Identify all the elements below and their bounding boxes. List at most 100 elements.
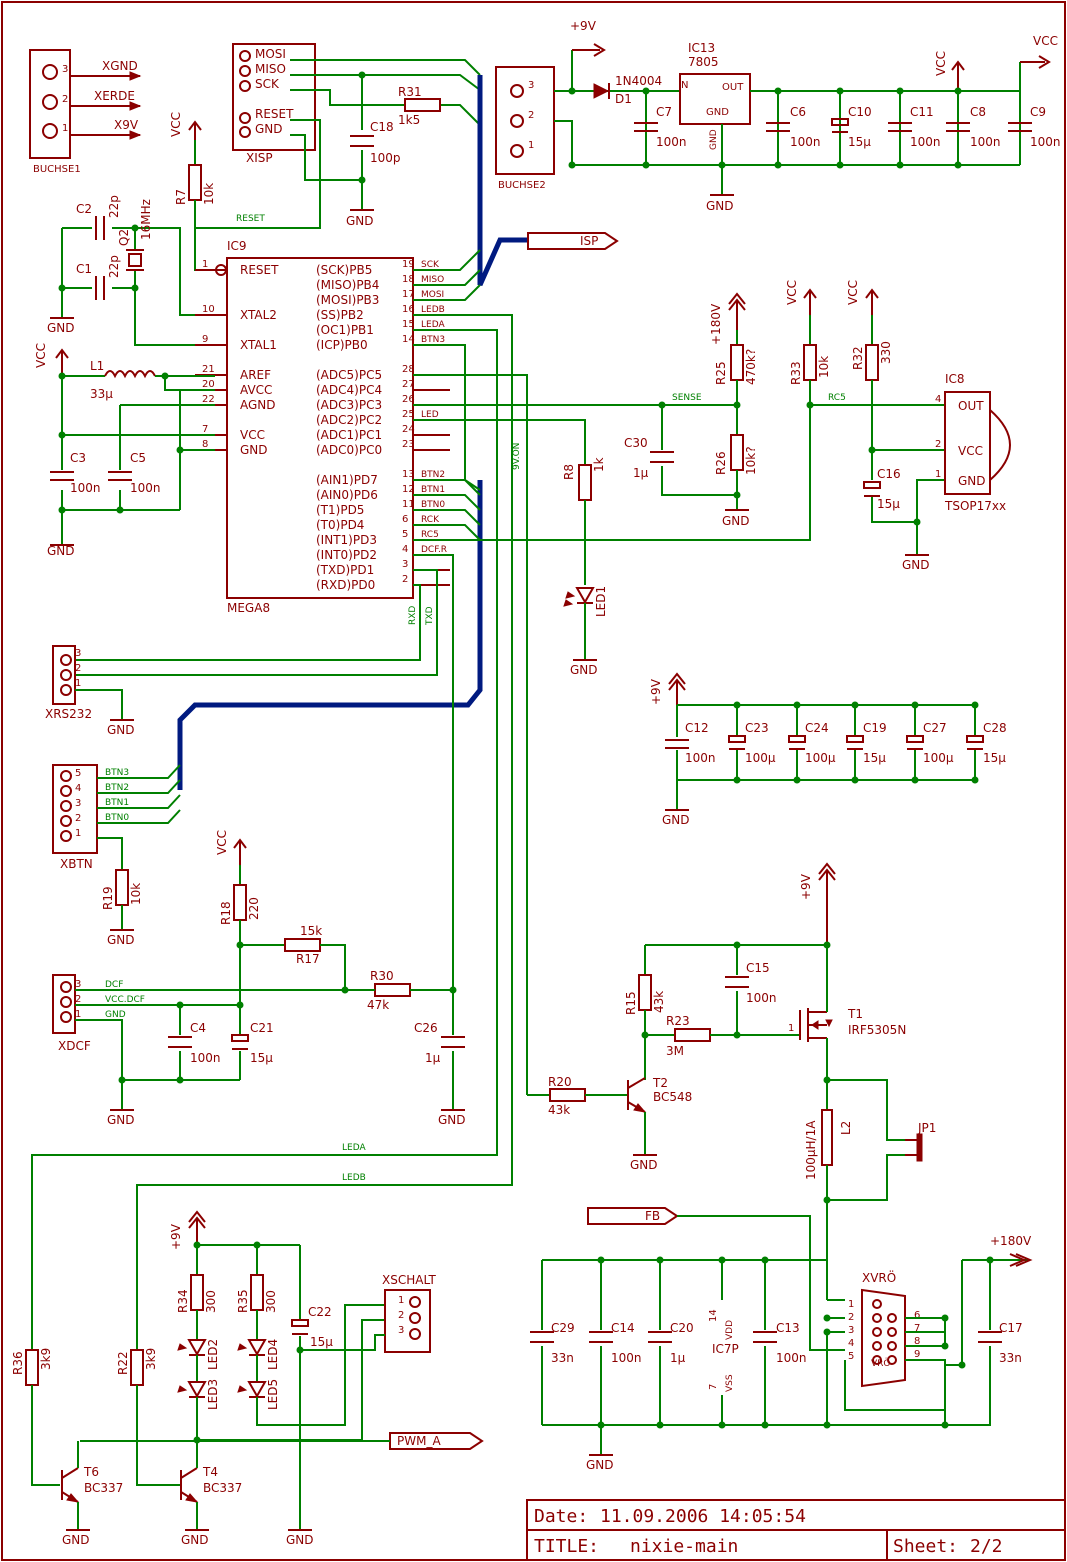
svg-text:AREF: AREF	[240, 368, 271, 382]
svg-text:330: 330	[879, 341, 893, 364]
svg-text:XTAL2: XTAL2	[240, 308, 277, 322]
svg-text:3M: 3M	[666, 1044, 684, 1058]
svg-text:BTN3: BTN3	[421, 335, 445, 345]
gnd-symbol-bulk: GND	[662, 809, 690, 827]
transistor-t4: T4 BC337	[180, 1465, 242, 1503]
svg-text:33µ: 33µ	[90, 387, 113, 401]
svg-text:R36: R36	[11, 1351, 25, 1375]
supply-vcc-r33: VCC	[785, 280, 817, 315]
svg-text:3: 3	[402, 559, 408, 570]
svg-text:BC337: BC337	[84, 1481, 123, 1495]
svg-text:T1: T1	[847, 1007, 863, 1021]
svg-text:(MOSI)PB3: (MOSI)PB3	[316, 293, 379, 307]
svg-text:(ADC1)PC1: (ADC1)PC1	[316, 428, 382, 442]
buchse1-label: BUCHSE1	[33, 164, 81, 175]
svg-text:100µ: 100µ	[745, 751, 776, 765]
svg-text:GND: GND	[706, 107, 729, 118]
svg-text:LED2: LED2	[206, 1339, 220, 1370]
svg-text:BTN2: BTN2	[421, 470, 445, 480]
led-led1: LED1	[563, 586, 608, 617]
resistor-r36: R36 3k9	[11, 1348, 53, 1386]
svg-text:MISO: MISO	[421, 275, 444, 285]
buchse1-connector: 3 2 1 XGND XERDE X9V BUCHSE1	[29, 49, 142, 175]
svg-text:+9V: +9V	[169, 1223, 183, 1250]
svg-text:100n: 100n	[970, 135, 1001, 149]
svg-text:1k: 1k	[592, 457, 606, 472]
capacitor-c1: C1 22p	[76, 255, 121, 300]
svg-text:R23: R23	[666, 1014, 690, 1028]
gnd-symbol-led1: GND	[570, 659, 598, 677]
regulator-ic13: IC13 7805 IN OUT GND GND	[678, 41, 751, 150]
svg-text:+9V: +9V	[570, 19, 597, 33]
svg-text:VCC: VCC	[958, 444, 983, 458]
svg-text:1: 1	[75, 1009, 81, 1020]
svg-text:2: 2	[75, 663, 81, 674]
supply-vcc-r32: VCC	[846, 280, 879, 315]
svg-text:R25: R25	[714, 361, 728, 385]
svg-text:BTN2: BTN2	[105, 783, 129, 793]
gnd-symbol-r19: GND	[107, 929, 135, 947]
svg-text:+180V: +180V	[709, 303, 723, 345]
svg-text:OUT: OUT	[722, 82, 744, 93]
svg-text:GND: GND	[62, 1533, 90, 1547]
svg-text:R20: R20	[548, 1075, 572, 1089]
svg-text:1µ: 1µ	[425, 1051, 441, 1065]
svg-text:33n: 33n	[551, 1351, 574, 1365]
svg-text:GND: GND	[902, 558, 930, 572]
svg-text:VCC: VCC	[169, 112, 183, 137]
svg-text:4: 4	[75, 783, 81, 794]
svg-text:C22: C22	[308, 1305, 332, 1319]
svg-text:2: 2	[402, 574, 408, 585]
svg-text:2: 2	[848, 1312, 854, 1323]
diode-d1: 1N4004 D1	[593, 74, 662, 106]
buchse1-net-x9v: X9V	[114, 118, 139, 132]
svg-text:15µ: 15µ	[848, 135, 871, 149]
svg-text:BTN1: BTN1	[421, 485, 445, 495]
svg-text:C7: C7	[656, 105, 672, 119]
svg-text:19: 19	[402, 259, 415, 270]
title-title-value: nixie-main	[630, 1536, 738, 1557]
title-block: Date: 11.09.2006 14:05:54 TITLE: nixie-m…	[526, 1499, 1066, 1561]
net-label-rxd: RXD	[408, 606, 418, 625]
inductor-l1: L1 33µ	[90, 359, 156, 401]
svg-text:GND: GND	[709, 129, 719, 150]
xrs232-connector: 3 2 1 XRS232	[45, 645, 92, 721]
svg-text:100n: 100n	[776, 1351, 807, 1365]
svg-text:14: 14	[402, 334, 415, 345]
net-label-ledb: LEDB	[342, 1173, 366, 1183]
svg-text:AGND: AGND	[240, 398, 276, 412]
capacitor-c22: C22 15µ	[291, 1305, 333, 1349]
svg-text:4: 4	[848, 1338, 854, 1349]
gnd-symbol-xdcf: GND	[107, 1109, 135, 1127]
svg-text:R22: R22	[116, 1351, 130, 1375]
svg-text:GND: GND	[181, 1533, 209, 1547]
svg-text:2: 2	[528, 110, 534, 121]
svg-text:28: 28	[402, 364, 415, 375]
svg-text:2: 2	[935, 439, 941, 450]
svg-text:VCC: VCC	[785, 280, 799, 305]
svg-text:2: 2	[75, 994, 81, 1005]
svg-text:C14: C14	[611, 1321, 635, 1335]
svg-text:9: 9	[202, 334, 208, 345]
svg-text:FB: FB	[645, 1209, 660, 1223]
resistor-r22: R22 3k9	[116, 1348, 158, 1386]
svg-text:3: 3	[75, 648, 81, 659]
capacitor-c14: C14 100n	[589, 1321, 642, 1365]
resistor-r33: R33 10k	[789, 344, 831, 385]
svg-text:2: 2	[75, 813, 81, 824]
supply-plus180v-r25: +180V	[709, 292, 746, 345]
resistor-r25: R25 470k?	[714, 344, 758, 385]
svg-text:GND: GND	[107, 933, 135, 947]
svg-text:13: 13	[402, 469, 415, 480]
svg-text:1: 1	[398, 1295, 404, 1306]
svg-text:C19: C19	[863, 721, 887, 735]
svg-text:GND: GND	[586, 1458, 614, 1472]
svg-text:OUT: OUT	[958, 399, 984, 413]
xbtn-connector: 5 4 3 2 1 XBTN	[52, 764, 98, 871]
gnd-symbol-crystal: GND	[47, 317, 75, 335]
svg-text:4: 4	[935, 394, 941, 405]
